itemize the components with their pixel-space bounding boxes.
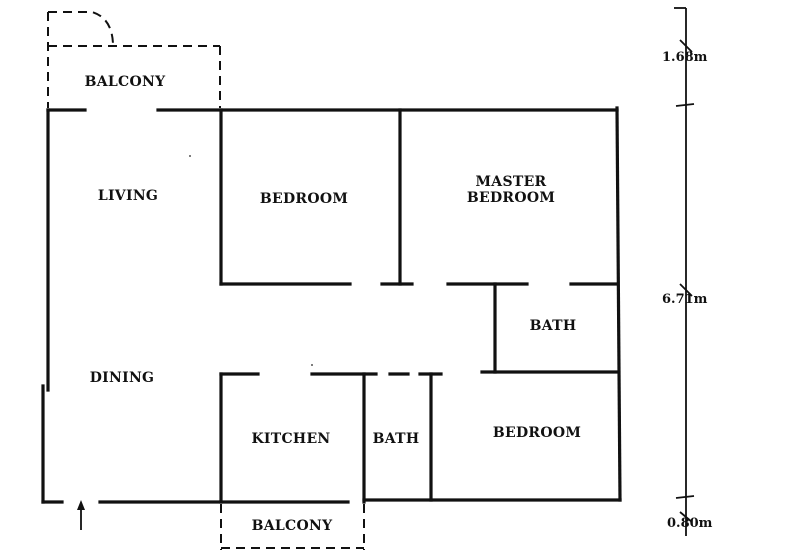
room-label-kitchen: KITCHEN: [251, 431, 330, 447]
scan-specks: [189, 155, 313, 366]
entrance-arrow-icon: [77, 500, 85, 530]
dimension-label-main: 6.71m: [662, 292, 708, 307]
room-label-master-line1: MASTER: [476, 174, 547, 190]
room-label-master-line2: BEDROOM: [467, 190, 555, 206]
balcony-bottom-outline: [220, 504, 365, 550]
room-label-balcony-top: BALCONY: [85, 74, 166, 90]
dimension-label-top: 1.68m: [662, 50, 708, 65]
dimension-label-bottom: 0.80m: [667, 516, 713, 531]
room-label-dining: DINING: [90, 370, 155, 386]
interior-walls: [219, 108, 619, 504]
balcony-top-outline: [47, 11, 221, 108]
room-label-bath-small: BATH: [373, 431, 420, 447]
room-label-bedroom-lower: BEDROOM: [493, 425, 581, 441]
room-label-bath: BATH: [530, 318, 577, 334]
dimension-line: [674, 7, 695, 536]
room-label-bedroom: BEDROOM: [260, 191, 348, 207]
room-label-balcony-bottom: BALCONY: [252, 518, 333, 534]
room-label-living: LIVING: [98, 188, 158, 204]
exterior-walls: [41, 106, 622, 504]
